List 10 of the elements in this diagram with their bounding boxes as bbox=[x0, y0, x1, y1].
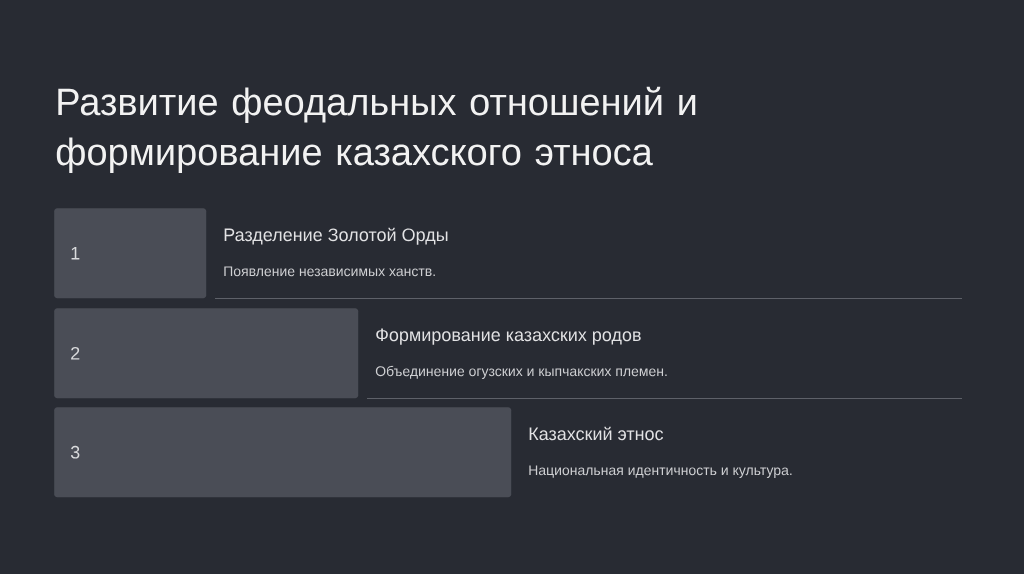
step-description: Объединение огузских и кыпчакских племен. bbox=[375, 365, 667, 379]
step-heading: Казахский этнос bbox=[529, 426, 664, 441]
numbered-bar: 3 bbox=[54, 407, 512, 498]
numbered-bar: 2 bbox=[54, 308, 359, 399]
step-heading: Разделение Золотой Орды bbox=[224, 227, 448, 245]
step-heading: Формирование казахских родов bbox=[376, 328, 641, 345]
step-description: Появление независимых ханств. bbox=[224, 266, 435, 277]
step-description: Национальная идентичность и культура. bbox=[529, 465, 792, 478]
numbered-bar: 1 bbox=[54, 208, 207, 299]
title: Развитие феодальных отношений и формирование казахского этноса bbox=[56, 86, 696, 173]
